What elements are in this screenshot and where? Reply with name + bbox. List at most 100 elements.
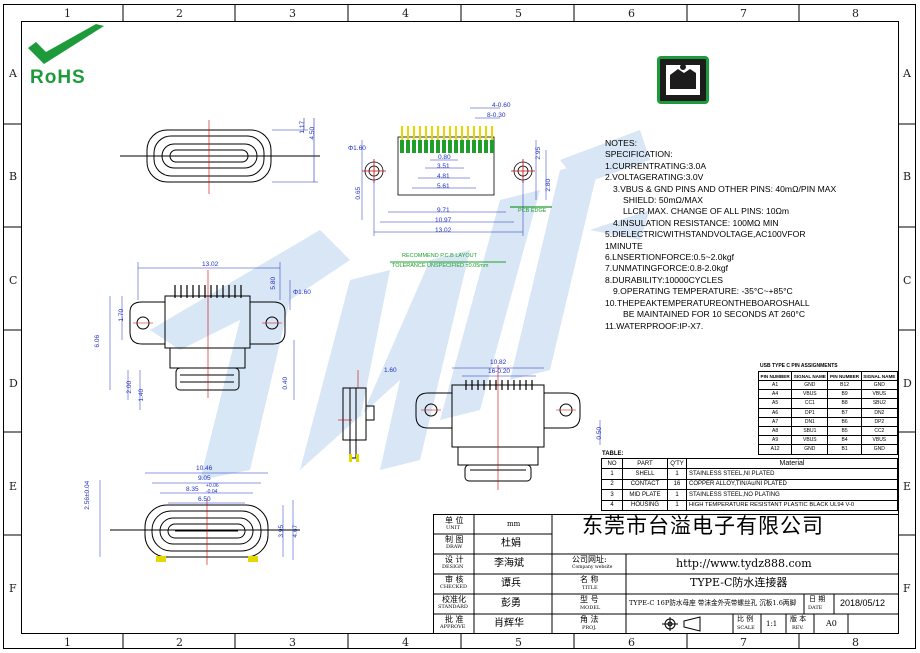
note-line: 5.DIELECTRICWITHSTANDVOLTAGE,AC100VFOR [605,229,806,240]
ruler-row-d: D [9,377,18,390]
cell: B7 [827,407,862,418]
cell: CC1 [791,398,829,409]
website-link[interactable]: http://www.tydz888.com [676,557,812,570]
cell: CC2 [860,425,899,437]
dim-label: 3.51 [437,163,450,170]
cell: A1 [757,379,793,391]
note-line: 9.OPERATING TEMPERATURE: -35°C~+85°C [613,286,793,297]
dim-label: 4-0.60 [492,102,511,109]
column-header: PIN NUMBER [757,371,793,381]
note-line: 1MINUTE [605,240,643,251]
ruler-col-5: 5 [515,7,522,20]
ruler-row-e: E [9,480,18,493]
date-label-en: DATE [808,605,823,611]
column-header: SIGNAL NAME [860,371,899,381]
dim-label: +0.06 [206,483,219,489]
ruler-row-a-right: A [903,67,911,80]
ruler-col-3: 3 [289,7,296,20]
cell: 1 [667,489,687,501]
column-header: NO [601,457,623,470]
cell: VBUS [860,435,899,446]
tb-label: 批 准 [445,615,464,624]
note-line: SPECIFICATION: [605,149,673,160]
ruler-col-3-bottom: 3 [289,636,296,649]
ruler-row-e-right: E [903,480,912,493]
bottom-view-e [110,500,300,565]
ruler-col-7-bottom: 7 [740,636,747,649]
note-line: 4.INSULATION RESISTANCE: 100MΩ MIN [613,217,779,228]
cell: SHELL [622,468,668,480]
ruler-col-2-bottom: 2 [176,636,183,649]
ruler-row-b-right: B [903,170,912,183]
model-value: TYPE-C 16P防水母座 带沫金外壳带螺丝孔 沉板1.6两脚 [629,599,797,607]
note-line: 1.CURRENTRATING:3.0A [605,160,707,171]
cell: 3 [601,489,623,501]
pcb-edge-label: PCB EDGE [518,208,547,214]
column-header: Q'TY [667,457,687,470]
dim-label: 9.05 [198,475,211,482]
cell: DN1 [791,416,829,427]
dims-front-d [452,367,601,445]
projection-symbol [662,616,701,632]
dim-label: 4.67 [292,524,300,538]
cell: B1 [827,444,862,455]
cell: B12 [827,379,862,391]
tb-label-en: DRAW [446,544,463,550]
dims-pcb [361,107,547,236]
ruler-col-1: 1 [64,7,71,20]
dim-label: Φ1.60 [348,145,366,152]
scale-label: 比 例 [737,615,754,623]
dims-side-c [109,262,295,410]
cell: DP2 [860,416,899,427]
cell: SBU2 [860,398,899,409]
cell: 16 [667,478,687,491]
side-profile [338,370,375,462]
ruler-col-6: 6 [628,7,635,20]
date-label: 日 期 [809,595,826,603]
tb-label-en: DESIGN [442,564,464,570]
dims-bottom-e [99,472,294,560]
ruler-col-8-bottom: 8 [852,636,859,649]
ruler-col-7: 7 [740,7,747,20]
name-label-en: TITLE [582,585,598,591]
dim-label: 5.80 [270,276,278,290]
tb-label: 设 计 [445,555,464,564]
dim-label: 1.60 [384,367,397,374]
cell: DN2 [860,407,899,418]
dim-label: 13.02 [202,261,219,268]
cell: GND [791,444,829,455]
dim-label: 0.40 [282,376,290,390]
ruler-col-5-bottom: 5 [515,636,522,649]
dim-label: 3.95 [278,524,286,538]
ruler-col-4: 4 [402,7,409,20]
cell: SBU1 [791,425,829,437]
dim-label: 2.00 [126,380,134,394]
dims-top [272,118,318,183]
dim-label: 4.50 [309,126,317,140]
pin-table-caption: USB TYPE C PIN ASSIGNMENTS [760,363,838,369]
proj-label: 角 法 [580,615,599,624]
cell: A6 [757,407,793,418]
dim-label: 13.02 [435,227,452,234]
cell: B9 [827,389,862,400]
tb-label: 单 位 [445,516,464,525]
waterproof-icon [657,56,709,104]
tb-label-en: APPROVE [440,624,466,630]
rohs-logo: RoHS [26,24,108,88]
dim-label: 2.80 [545,178,553,192]
note-line: 8.DURABILITY:10000CYCLES [605,274,723,285]
dim-label: 8.35 [186,486,199,493]
table-header: NO PART Q'TY Material [601,457,898,470]
cell: MID PLATE [622,489,668,501]
column-header: PART [622,457,668,470]
cell: STAINLESS STEEL,NI PLATED [686,468,898,480]
ruler-col-2: 2 [176,7,183,20]
rev-value: A0 [826,619,837,628]
